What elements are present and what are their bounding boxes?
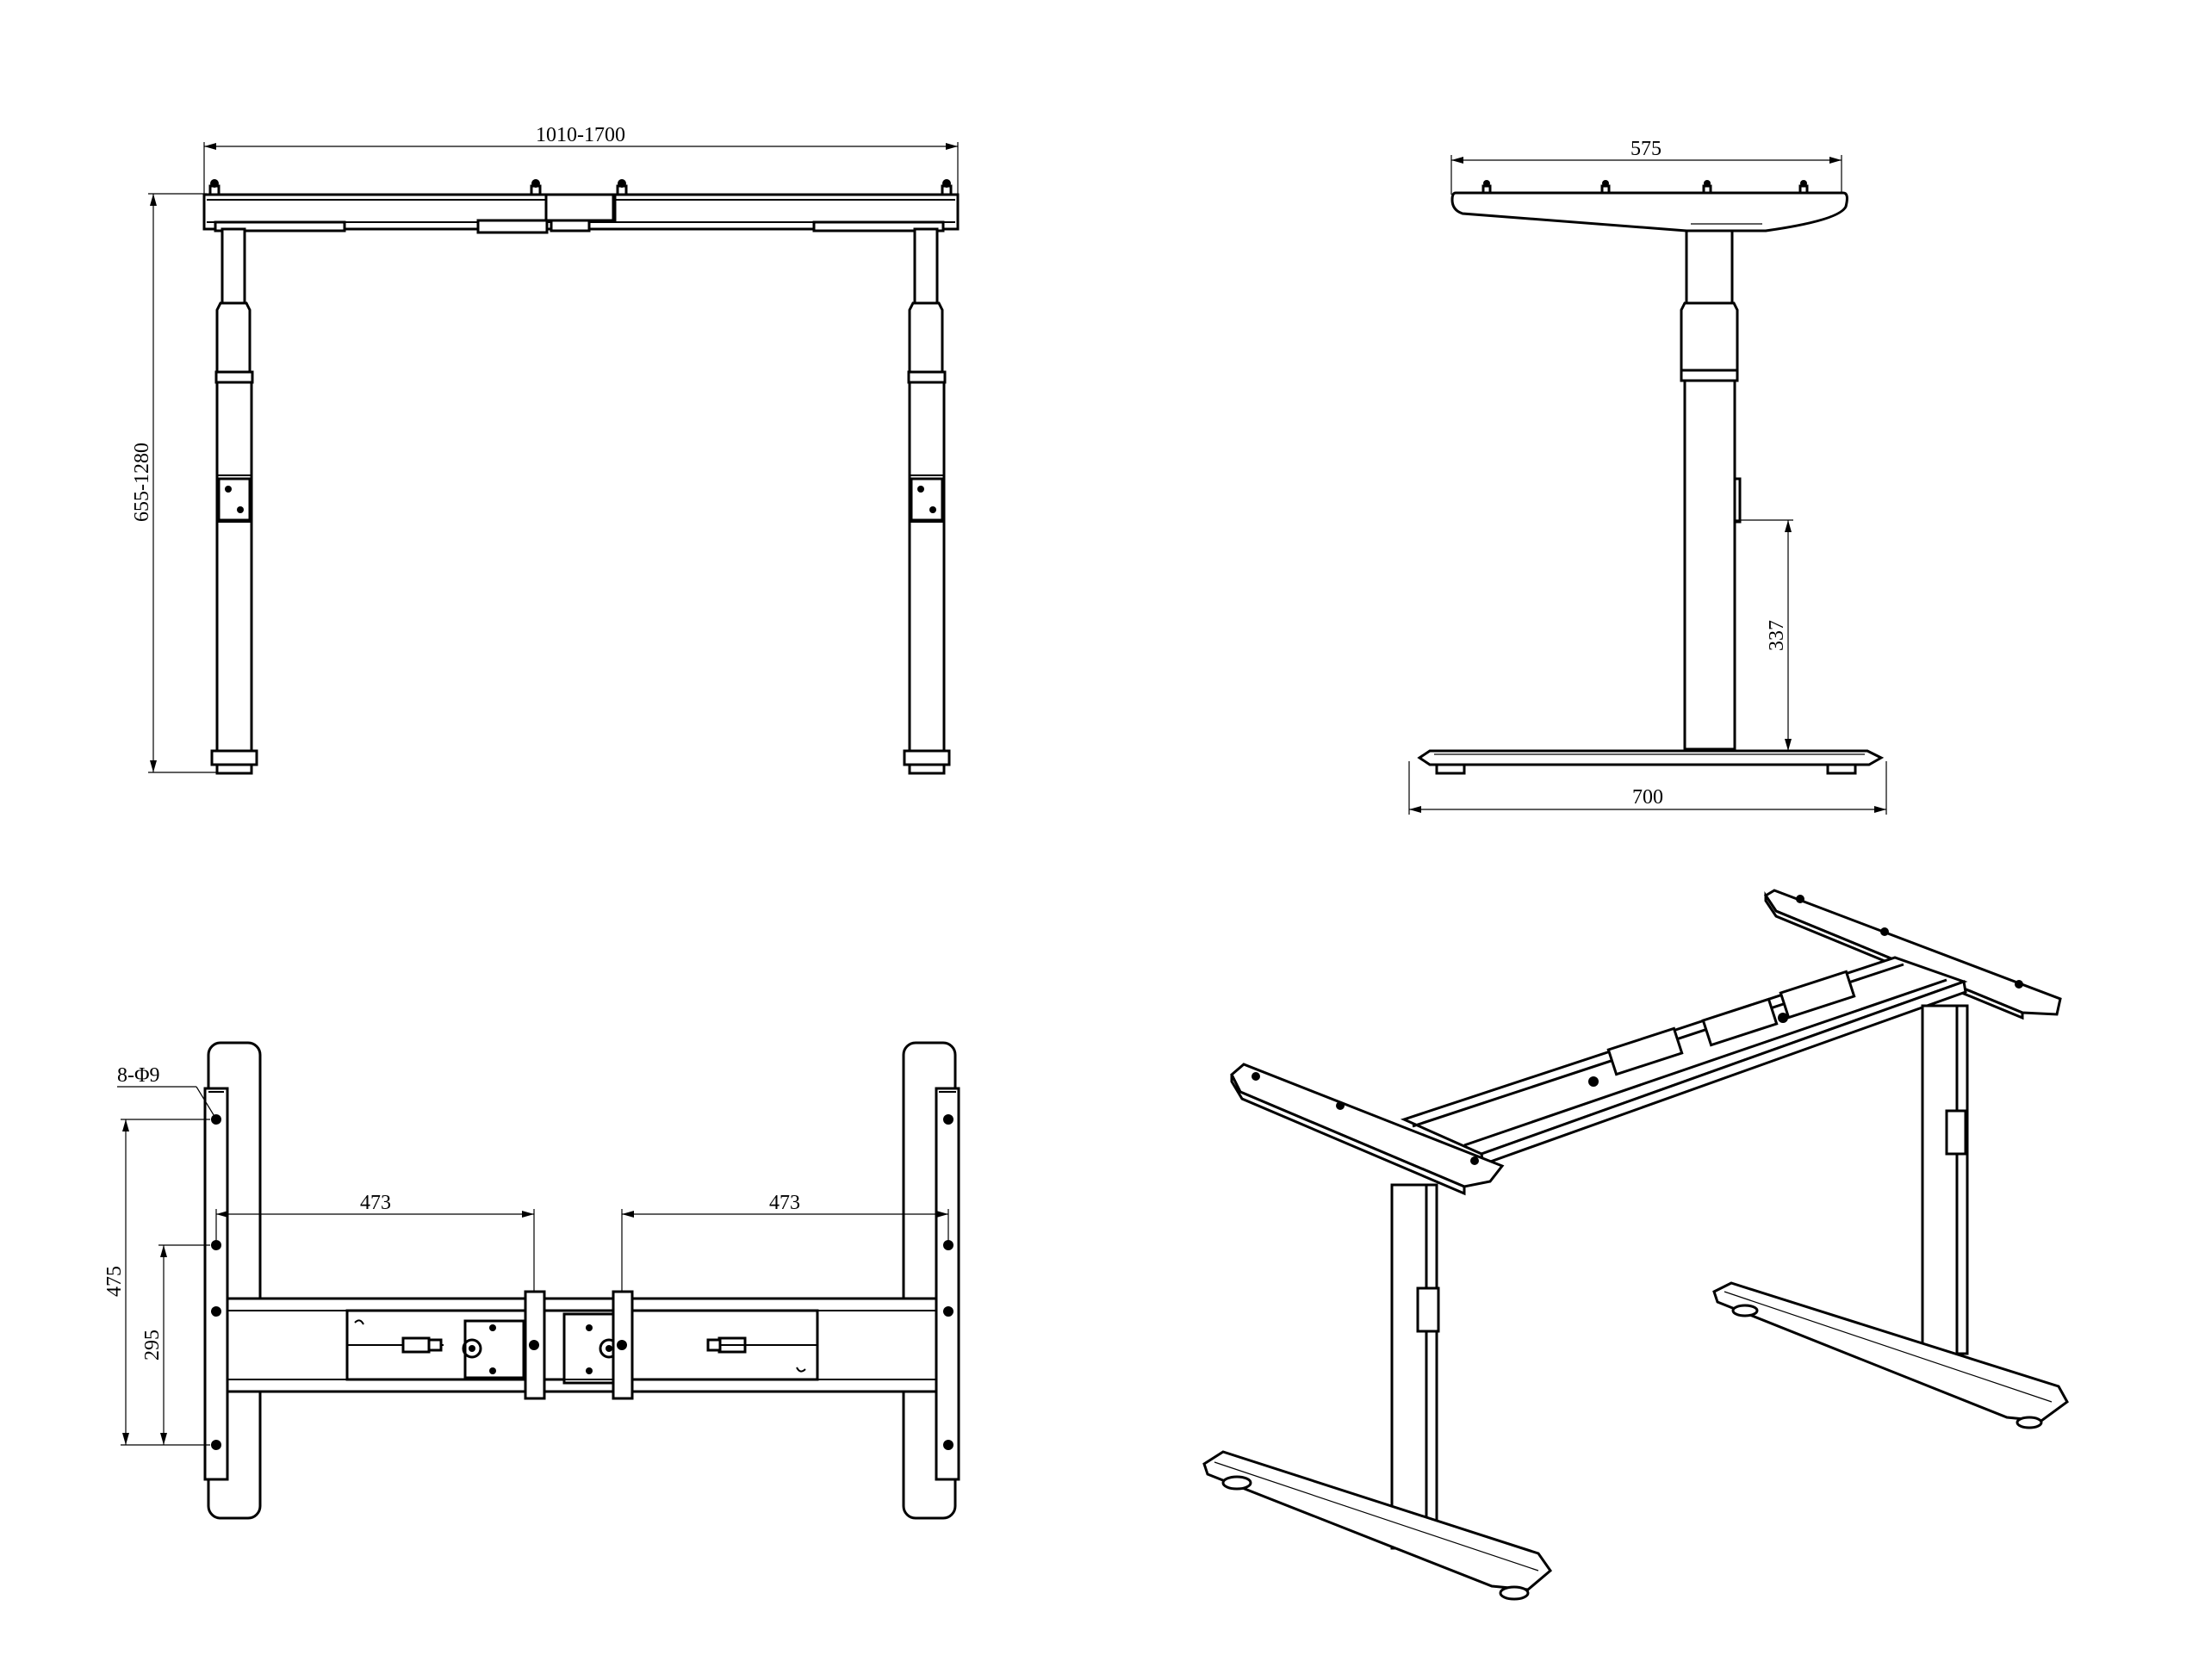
top-crossbeam [226, 1290, 938, 1400]
front-left-leg [210, 227, 258, 775]
top-left-offset-dimension: 473 [215, 1192, 535, 1292]
front-right-leg [903, 227, 951, 775]
side-foot-label: 700 [1632, 786, 1663, 809]
iso-front-leg [1390, 1183, 1440, 1550]
side-column [1680, 229, 1742, 751]
top-hole-callout: 8-Φ9 [117, 1064, 216, 1119]
iso-back-foot [1712, 1281, 2069, 1429]
front-top-frame [202, 179, 960, 234]
front-height-dimension: 655-1280 [131, 193, 222, 773]
side-top-bracket [1450, 180, 1848, 232]
front-width-dimension: 1010-1700 [203, 124, 959, 194]
side-view: 575 337 [1408, 138, 1887, 815]
iso-front-bracket [1230, 1063, 1505, 1196]
hole-label: 8-Φ9 [117, 1064, 160, 1087]
right-offset-label: 473 [769, 1192, 800, 1214]
top-inner-span-dimension: 295 [141, 1244, 210, 1445]
inner-span-label: 295 [141, 1330, 164, 1361]
top-left-end [203, 1041, 262, 1520]
isometric-view [1202, 889, 2069, 1601]
iso-back-leg [1921, 1004, 1969, 1371]
outer-span-label: 475 [103, 1266, 126, 1297]
front-width-label: 1010-1700 [536, 124, 625, 146]
side-height-dimension: 337 [1735, 519, 1793, 752]
side-foot [1417, 749, 1885, 775]
side-top-width-label: 575 [1630, 138, 1662, 160]
iso-rails [1400, 956, 1968, 1167]
top-outer-span-dimension: 475 [103, 1119, 210, 1446]
top-view: 8-Φ9 475 295 473 [103, 1041, 960, 1520]
side-top-width-dimension: 575 [1450, 138, 1842, 195]
iso-front-foot [1202, 1450, 1553, 1601]
side-height-label: 337 [1766, 620, 1788, 651]
side-foot-dimension: 700 [1408, 761, 1887, 815]
top-right-end [902, 1041, 960, 1520]
top-right-offset-dimension: 473 [621, 1192, 949, 1292]
front-height-label: 655-1280 [131, 443, 153, 522]
left-offset-label: 473 [360, 1192, 391, 1214]
front-view: 1010-1700 655-1280 [131, 124, 960, 775]
